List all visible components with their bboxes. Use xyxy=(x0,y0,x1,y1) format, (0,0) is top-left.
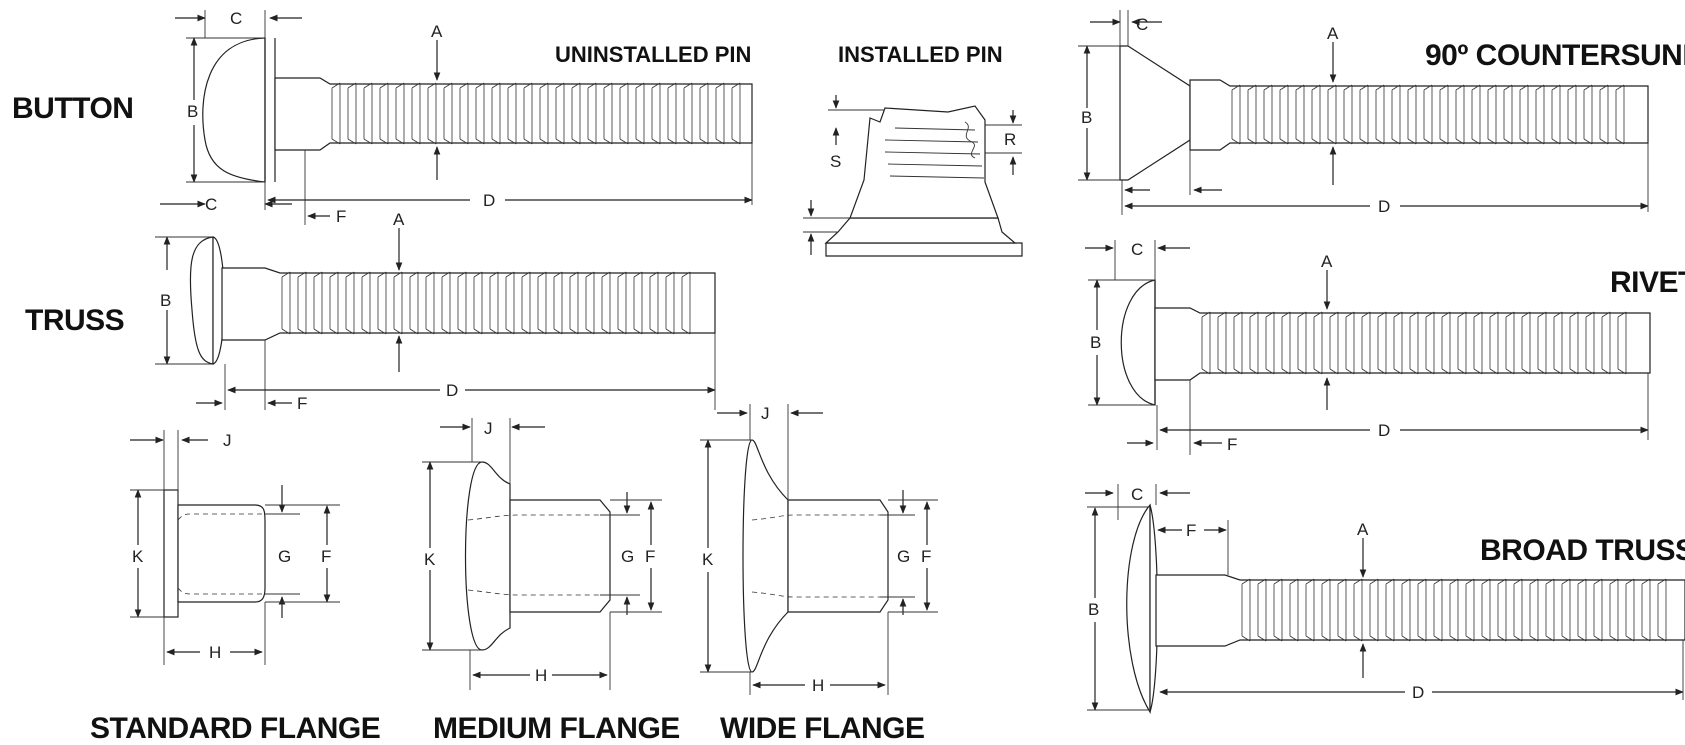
dim-f-label: F xyxy=(297,394,307,413)
truss-pin-drawing: B A D F xyxy=(155,210,716,413)
medium-flange-drawing: J K G F H xyxy=(422,418,662,690)
dim-k-label: K xyxy=(132,547,144,566)
dim-r-label: R xyxy=(1004,130,1016,149)
wide-flange-drawing: J K G F H xyxy=(700,404,938,695)
dim-f-label: F xyxy=(321,547,331,566)
dim-g-label: G xyxy=(621,547,634,566)
dim-h-label: H xyxy=(535,666,547,685)
dim-f-label: F xyxy=(336,207,346,226)
button-thread xyxy=(331,82,741,145)
dim-s-label: S xyxy=(830,152,841,171)
dim-a-label: A xyxy=(431,22,443,41)
dim-d-label: D xyxy=(483,191,495,210)
dim-j-label: J xyxy=(761,404,770,423)
dim-c-label: C xyxy=(1131,485,1143,504)
standard-flange-drawing: J K G F H xyxy=(130,430,340,665)
broad-truss-pin-drawing: C F B A D xyxy=(1085,484,1685,715)
dim-d-label: D xyxy=(446,381,458,400)
standard-flange-title: STANDARD FLANGE xyxy=(90,712,380,745)
dim-d-label: D xyxy=(1378,421,1390,440)
dim-a-label: A xyxy=(393,210,405,229)
dim-a-label: A xyxy=(1327,24,1339,43)
dim-b-label: B xyxy=(1090,333,1101,352)
dim-b-label: B xyxy=(160,291,171,310)
broad-truss-title: BROAD TRUSS xyxy=(1480,534,1685,567)
dim-f-label: F xyxy=(1186,521,1196,540)
dim-j-label: J xyxy=(223,431,232,450)
installed-pin-drawing: S R xyxy=(803,95,1023,257)
dim-b-label: B xyxy=(1081,108,1092,127)
dim-c-label: C xyxy=(230,9,242,28)
button-title: BUTTON xyxy=(12,92,133,125)
dim-c-label: C xyxy=(1131,240,1143,259)
installed-pin-title: INSTALLED PIN xyxy=(838,42,1003,67)
rivet-title: RIVET xyxy=(1610,266,1685,299)
dim-g-label: G xyxy=(278,547,291,566)
button-pin-drawing: C B A C D F xyxy=(160,9,753,226)
broad-truss-thread xyxy=(1241,578,1667,642)
countersunk-title: 90º COUNTERSUNK xyxy=(1425,39,1685,72)
dim-j-label: J xyxy=(484,419,493,438)
uninstalled-pin-title: UNINSTALLED PIN xyxy=(555,42,751,67)
medium-flange-title: MEDIUM FLANGE xyxy=(433,712,680,745)
countersunk-pin-drawing: C B A D xyxy=(1078,10,1649,216)
dim-k-label: K xyxy=(702,550,714,569)
dim-d-label: D xyxy=(1412,683,1424,702)
dim-b-label: B xyxy=(187,102,198,121)
dim-h-label: H xyxy=(209,643,221,662)
truss-thread xyxy=(281,271,691,335)
dim-b-label: B xyxy=(1088,600,1099,619)
dim-c-label: C xyxy=(1136,15,1148,34)
rivet-pin-drawing: C B A D F xyxy=(1085,240,1651,455)
dim-g-label: G xyxy=(897,547,910,566)
dim-a-label: A xyxy=(1357,520,1369,539)
dim-f-label: F xyxy=(645,547,655,566)
rivet-thread xyxy=(1201,311,1627,375)
dim-a-label: A xyxy=(1321,252,1333,271)
truss-title: TRUSS xyxy=(25,304,124,337)
dim-f-label: F xyxy=(921,547,931,566)
dim-c-label: C xyxy=(205,195,217,214)
dim-f-label: F xyxy=(1227,435,1237,454)
dim-k-label: K xyxy=(424,550,436,569)
wide-flange-title: WIDE FLANGE xyxy=(720,712,925,745)
countersunk-thread xyxy=(1231,84,1625,145)
dim-d-label: D xyxy=(1378,197,1390,216)
dim-h-label: H xyxy=(812,676,824,695)
